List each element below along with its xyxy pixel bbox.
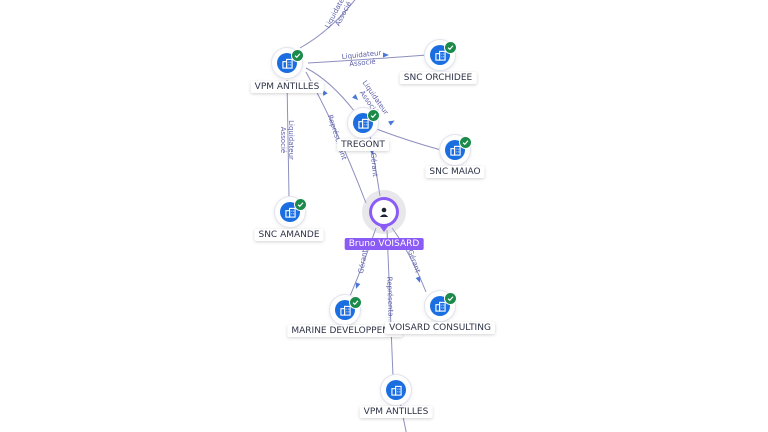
edge-vpm1-orchidee: [307, 54, 428, 64]
verified-check-icon: [444, 292, 457, 305]
node-label: SNC AMANDE: [254, 229, 324, 241]
verified-check-icon: [367, 109, 380, 122]
node-label: TREGONT: [337, 139, 389, 151]
edge-bruno-consulting: [391, 227, 427, 293]
edge-arrow: [322, 89, 328, 96]
edge-vpm1-tregont: [305, 67, 356, 113]
node-label: MARINE DEVELOPPEM...: [287, 325, 403, 337]
verified-check-icon: [349, 296, 362, 309]
company-building-icon[interactable]: [386, 380, 406, 400]
edge-arrow: [352, 94, 359, 101]
person-icon: [372, 200, 396, 224]
edge-label: Gérant: [406, 249, 422, 275]
edge-label: Gérant: [357, 249, 369, 274]
edge-arrow: [415, 276, 421, 283]
verified-check-icon: [291, 49, 304, 62]
edge-label: Gérant: [369, 152, 379, 177]
edge-arrow: [388, 120, 395, 126]
node-label: VPM ANTILLES: [359, 406, 433, 418]
node-label: Bruno VOISARD: [344, 238, 424, 250]
edge-label: Représenta...: [385, 277, 395, 324]
node-label: SNC MAIAO: [425, 166, 485, 178]
edge-bruno-marine: [349, 227, 377, 297]
edge-label: LiquidateurAssocié: [324, 0, 357, 33]
edge-label: LiquidateurAssocié: [341, 49, 382, 69]
node-label: VPM ANTILLES: [250, 81, 324, 93]
edge-arrow: [383, 52, 389, 58]
edge-label: LiquidateurAssocié: [279, 120, 295, 160]
node-label: VOISARD CONSULTING: [385, 322, 495, 334]
edge-vpm1-amande: [286, 79, 290, 198]
person-pin[interactable]: [369, 197, 399, 227]
verified-check-icon: [294, 198, 307, 211]
node-label: SNC ORCHIDEE: [399, 72, 477, 84]
edge-arrow: [355, 282, 361, 289]
verified-check-icon: [459, 136, 472, 149]
edge-label: Représentant: [326, 114, 348, 161]
edge-vpm1-top-offscreen: [299, 0, 356, 49]
person-pin-tail: [379, 225, 389, 232]
edge-tregont-maiao: [373, 127, 442, 151]
verified-check-icon: [444, 41, 457, 54]
